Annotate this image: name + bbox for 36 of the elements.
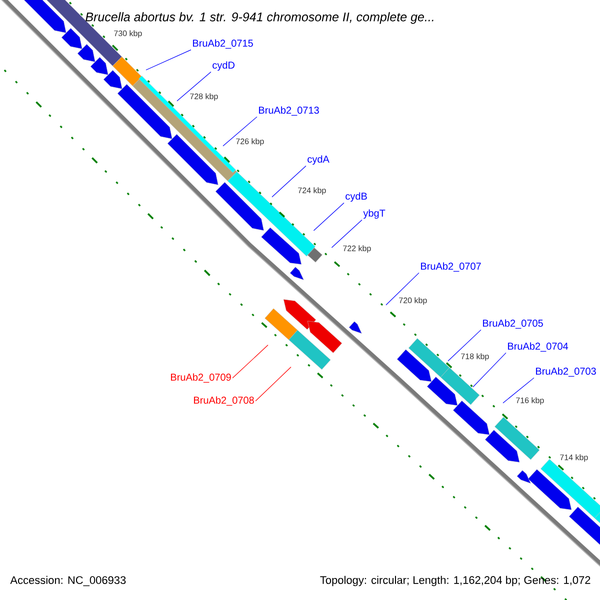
tick-label: 718 kbp bbox=[461, 353, 489, 361]
tick-label: 714 kbp bbox=[560, 454, 588, 462]
gene-label: BruAb2_0703 bbox=[536, 367, 596, 377]
tick-label: 724 kbp bbox=[298, 187, 326, 195]
gene-label: cydB bbox=[346, 192, 367, 202]
leader-line bbox=[176, 72, 212, 102]
gene-label: cydA bbox=[308, 155, 330, 165]
leader-line bbox=[146, 50, 192, 70]
leader-line bbox=[222, 116, 258, 146]
leader-line bbox=[255, 366, 292, 402]
gene-label: cydD bbox=[212, 61, 234, 71]
gene-label: ybgT bbox=[363, 209, 386, 219]
leader-line bbox=[386, 272, 420, 306]
gene-label: BruAb2_0715 bbox=[193, 39, 253, 49]
tick-label: 722 kbp bbox=[343, 245, 371, 253]
accession-text: Accession: NC_006933 bbox=[10, 576, 126, 586]
tick-label: 730 kbp bbox=[114, 30, 142, 38]
leader-line bbox=[232, 344, 268, 378]
tick-label: 716 kbp bbox=[516, 397, 544, 405]
title: Brucella abortus bv. 1 str. 9-941 chromosome II, complete ge... bbox=[86, 12, 434, 24]
gene-label: BruAb2_0707 bbox=[421, 262, 481, 272]
gene-label: BruAb2_0704 bbox=[508, 342, 568, 352]
leader-line bbox=[313, 202, 344, 231]
leader-line bbox=[331, 220, 362, 248]
summary-text: Topology: circular; Length: 1,162,204 bp; Genes: 1,072 bbox=[320, 576, 590, 586]
leader-line bbox=[502, 378, 534, 404]
leader-line bbox=[472, 352, 506, 388]
leader-line bbox=[272, 166, 306, 198]
tick-label: 728 kbp bbox=[190, 93, 218, 101]
leader-line bbox=[448, 330, 482, 362]
tick-label: 720 kbp bbox=[399, 297, 427, 305]
gene-label: BruAb2_0709 bbox=[171, 373, 231, 383]
gene-label: BruAb2_0705 bbox=[483, 319, 543, 329]
gene-label: BruAb2_0713 bbox=[259, 106, 319, 116]
tick-label: 726 kbp bbox=[236, 138, 264, 146]
gene-label: BruAb2_0708 bbox=[194, 396, 254, 406]
